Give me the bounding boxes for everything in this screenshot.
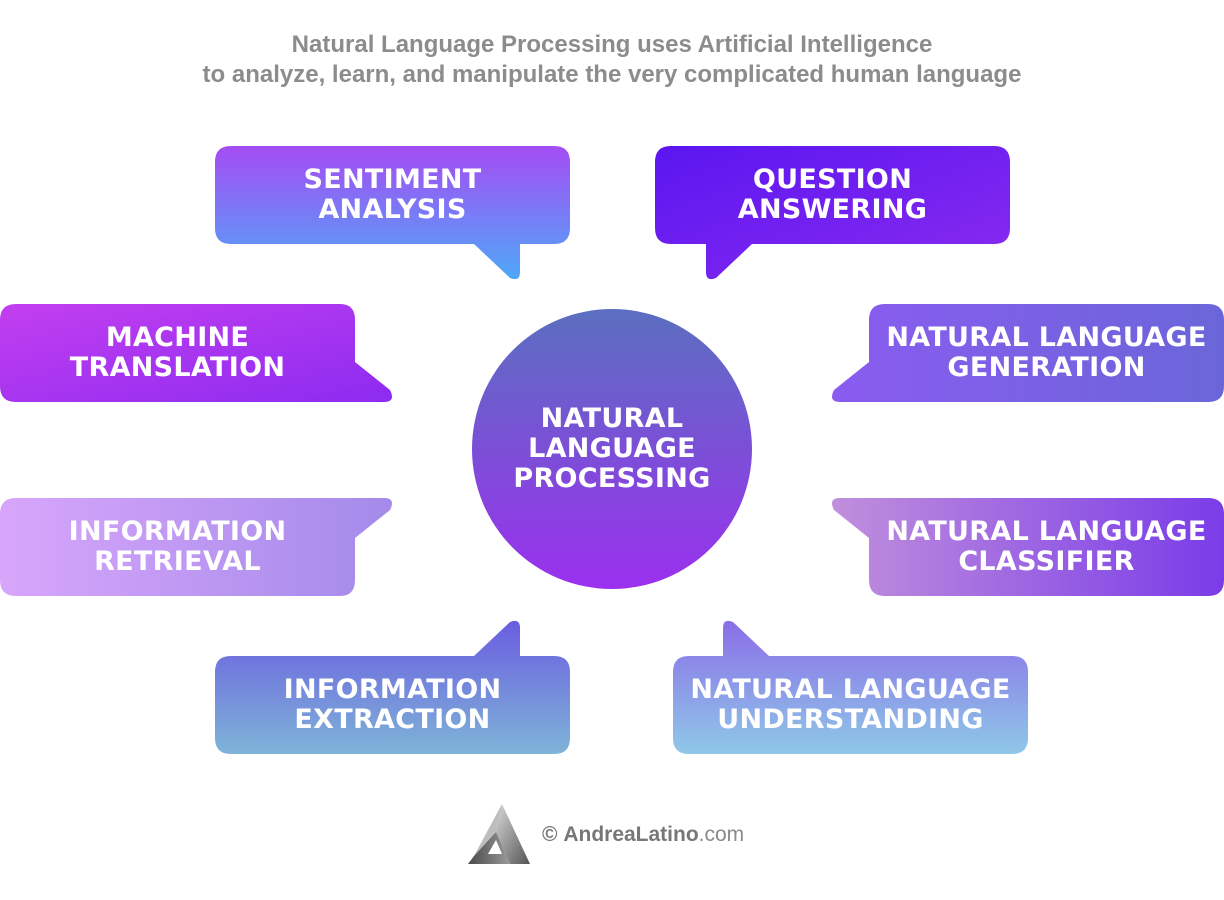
label-machine-translation: MACHINE TRANSLATION [69, 322, 286, 383]
footer-copyright: © AndreaLatino.com [542, 823, 745, 846]
bubble-information-extraction [215, 620, 570, 754]
bubble-information-retrieval [0, 498, 392, 596]
center-label: NATURAL LANGUAGE PROCESSING [513, 403, 711, 494]
label-question-answering: QUESTION ANSWERING [737, 164, 928, 225]
title-line-1: Natural Language Processing uses Artific… [291, 31, 933, 58]
bubble-machine-translation [0, 304, 392, 402]
bubble-natural-language-understanding [673, 620, 1028, 754]
label-natural-language-understanding: NATURAL LANGUAGE UNDERSTANDING [690, 674, 1011, 735]
bubble-natural-language-classifier [832, 498, 1224, 596]
label-sentiment-analysis: SENTIMENT ANALYSIS [303, 164, 482, 225]
center-circle [472, 309, 752, 589]
bubble-natural-language-generation [832, 304, 1224, 402]
label-natural-language-generation: NATURAL LANGUAGE GENERATION [886, 322, 1207, 383]
label-information-extraction: INFORMATION EXTRACTION [283, 674, 502, 735]
footer-brand: © AndreaLatino.com [466, 804, 744, 866]
label-information-retrieval: INFORMATION RETRIEVAL [68, 516, 287, 577]
title-line-2: to analyze, learn, and manipulate the ve… [202, 61, 1022, 88]
label-natural-language-classifier: NATURAL LANGUAGE CLASSIFIER [886, 516, 1207, 577]
bubble-sentiment-analysis [215, 146, 570, 280]
bubble-question-answering [655, 146, 1010, 280]
andrealatino-logo-icon [468, 804, 530, 864]
diagram-title: Natural Language Processing uses Artific… [0, 30, 1224, 90]
